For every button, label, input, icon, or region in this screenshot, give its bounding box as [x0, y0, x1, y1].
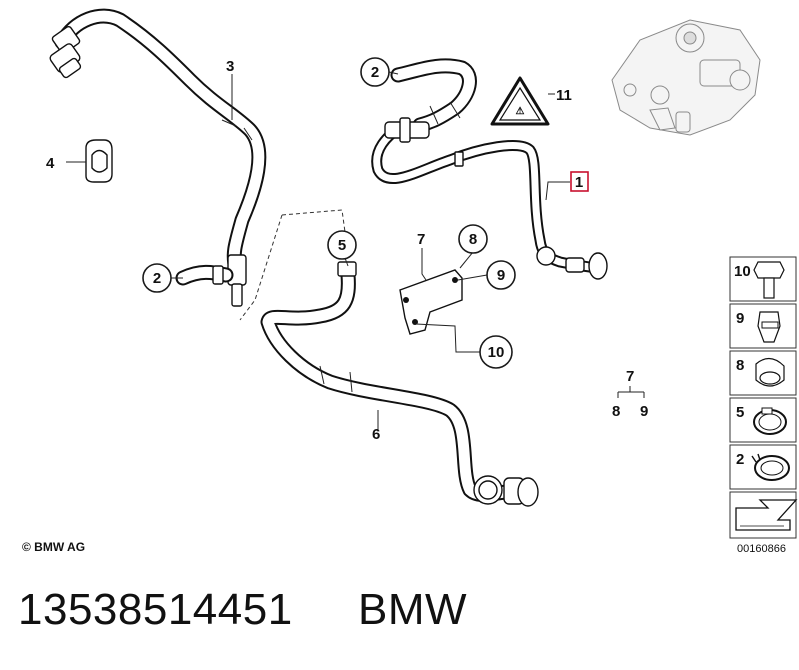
subassembly-tree: 7 8 9 [612, 368, 648, 420]
legend-label-4: 5 [736, 404, 744, 421]
bracket-part-7 [399, 269, 463, 335]
hose-3 [49, 8, 267, 307]
callout-8: 8 [469, 231, 477, 248]
copyright-notice: © BMW AG [22, 540, 86, 554]
legend-label-1: 10 [734, 263, 751, 280]
hose-6 [260, 261, 539, 507]
tree-child-8: 8 [612, 403, 620, 420]
hose-clamp-icon [753, 407, 787, 435]
svg-text:⚠: ⚠ [516, 106, 525, 117]
arrow-symbol-icon [735, 499, 798, 531]
callout-5: 5 [338, 237, 346, 254]
callout-1: 1 [575, 174, 583, 191]
pipe-part-1 [371, 117, 608, 280]
callout-10: 10 [488, 344, 505, 361]
legend-label-2: 9 [736, 310, 744, 327]
warning-label-part-11: ⚠ [490, 76, 550, 126]
callout-2-left: 2 [153, 270, 161, 287]
spring-clamp-icon [751, 453, 790, 481]
part-number: 13538514451 [18, 585, 293, 634]
reference-frame-dashed [239, 209, 347, 321]
bolt-icon [753, 261, 785, 299]
legend-label-5: 2 [736, 451, 744, 468]
hose-2-top [390, 58, 477, 133]
callout-11: 11 [556, 87, 572, 104]
callout-2-top: 2 [371, 64, 379, 81]
callout-1-box [570, 171, 589, 192]
callout-4: 4 [46, 155, 55, 172]
hose-clip-icon [755, 357, 785, 387]
brand-name: BMW [358, 585, 468, 634]
legend-column: 10 9 8 5 2 [729, 256, 798, 539]
pump-illustration [611, 19, 761, 136]
tree-child-9: 9 [640, 403, 648, 420]
pipe-fitting [536, 246, 608, 280]
callout-3: 3 [226, 58, 234, 75]
hose-2-left [175, 264, 234, 286]
clip-part-4 [85, 139, 113, 183]
connector-top [49, 25, 82, 79]
connector-bottom [473, 475, 539, 507]
callout-7: 7 [417, 231, 425, 248]
tree-parent-7: 7 [626, 368, 634, 385]
legend-label-3: 8 [736, 357, 744, 374]
clip-nut-icon [757, 311, 781, 343]
callout-6: 6 [372, 426, 380, 443]
callout-9: 9 [497, 267, 505, 284]
drawing-number: 00160866 [737, 543, 786, 555]
